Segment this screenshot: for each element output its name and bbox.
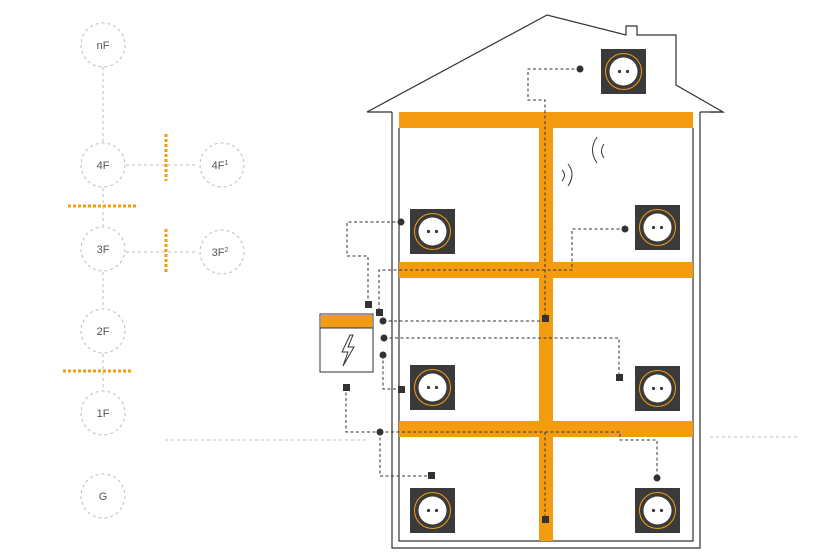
roof-beam (399, 112, 693, 128)
house-roof (366, 14, 726, 113)
power-outlet-icon (635, 366, 680, 411)
svg-text:4F: 4F (97, 160, 110, 172)
svg-text:2F: 2F (97, 326, 110, 338)
floor-schematic: nF 4F 4F1 3F 3F2 2F 1F G (63, 22, 800, 519)
power-outlets (410, 49, 680, 533)
floor-node-4F1: 4F1 (199, 142, 245, 188)
svg-text:3F: 3F (97, 244, 110, 256)
power-outlet-icon (410, 488, 455, 533)
svg-text:nF: nF (97, 40, 110, 52)
wiring (343, 65, 661, 523)
house-outer-wall (391, 112, 701, 549)
house (366, 14, 726, 549)
lightning-icon (341, 334, 355, 367)
power-outlet-icon (635, 488, 680, 533)
floor-node-nF: nF (80, 22, 126, 68)
svg-text:G: G (99, 491, 108, 503)
floor-node-3F2: 3F2 (199, 229, 245, 275)
floor-node-1F: 1F (80, 390, 126, 436)
floor-node-2F: 2F (80, 308, 126, 354)
svg-text:4F1: 4F1 (212, 160, 229, 172)
power-outlet-icon (410, 365, 455, 410)
svg-text:3F2: 3F2 (212, 247, 229, 259)
power-outlet-icon (601, 49, 646, 94)
distribution-box (319, 313, 374, 373)
wifi-signal-icon (561, 136, 605, 187)
power-outlet-icon (410, 209, 455, 254)
floor-node-4F: 4F (80, 142, 126, 188)
power-outlet-icon (635, 205, 680, 250)
floor-node-G: G (80, 473, 126, 519)
floor-node-3F: 3F (80, 226, 126, 272)
svg-text:1F: 1F (97, 408, 110, 420)
central-riser (539, 128, 553, 541)
